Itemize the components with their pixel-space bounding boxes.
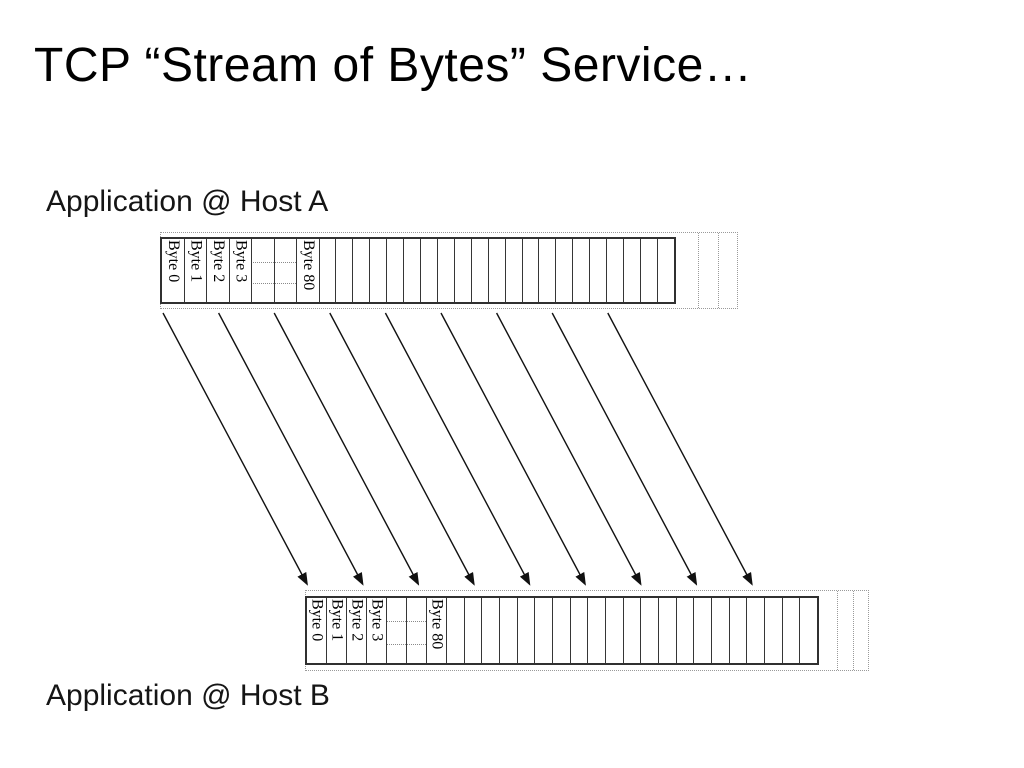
empty-byte-cell <box>472 239 489 302</box>
byte-cell-byte-1: Byte 1 <box>185 239 207 302</box>
ellipsis-gap-cell <box>274 239 297 302</box>
empty-byte-cell <box>800 598 817 663</box>
byte-arrow <box>551 312 698 586</box>
empty-byte-cell <box>500 598 518 663</box>
empty-byte-cell <box>539 239 557 302</box>
empty-byte-cell <box>641 239 658 302</box>
byte-cell-label: Byte 2 <box>209 240 227 283</box>
byte-cell-byte-0: Byte 0 <box>162 239 185 302</box>
empty-byte-cell <box>556 239 574 302</box>
byte-cell-label: Byte 0 <box>164 240 182 283</box>
byte-cell-label: Byte 80 <box>299 240 317 291</box>
ellipsis-gap-cell <box>252 239 275 302</box>
byte-arrow <box>162 312 308 586</box>
host-a-label: Application @ Host A <box>46 185 329 218</box>
empty-byte-cell <box>712 598 730 663</box>
empty-byte-cell <box>765 598 783 663</box>
empty-byte-cell <box>447 598 465 663</box>
empty-byte-cell <box>455 239 472 302</box>
slide-title: TCP “Stream of Bytes” Service… <box>34 39 753 92</box>
empty-byte-cell <box>336 239 354 302</box>
byte-cell-byte-80: Byte 80 <box>427 598 447 663</box>
empty-byte-cell <box>624 598 642 663</box>
ghost-cell-divider <box>853 591 855 670</box>
empty-byte-cell <box>465 598 483 663</box>
empty-byte-cell <box>607 239 625 302</box>
empty-byte-cell <box>506 239 523 302</box>
empty-byte-cell <box>353 239 371 302</box>
empty-byte-cell <box>573 239 591 302</box>
ghost-cell-divider <box>836 591 838 670</box>
byte-cell-label: Byte 0 <box>308 599 326 642</box>
byte-cell-byte-1: Byte 1 <box>327 598 347 663</box>
empty-byte-cell <box>320 239 337 302</box>
byte-arrow <box>329 312 475 586</box>
empty-byte-cell <box>624 239 642 302</box>
empty-byte-cell <box>730 598 748 663</box>
empty-byte-cell <box>523 239 540 302</box>
byte-arrow <box>384 312 531 586</box>
empty-byte-cell <box>694 598 713 663</box>
ellipsis-gap-cell <box>387 598 407 663</box>
empty-byte-cell <box>606 598 624 663</box>
empty-byte-cell <box>571 598 589 663</box>
byte-cell-label: Byte 1 <box>328 599 346 642</box>
byte-cell-byte-2: Byte 2 <box>207 239 230 302</box>
byte-cell-label: Byte 3 <box>232 240 250 283</box>
ellipsis-gap-cell <box>407 598 427 663</box>
empty-byte-cell <box>421 239 438 302</box>
byte-cell-byte-80: Byte 80 <box>297 239 320 302</box>
byte-cell-byte-3: Byte 3 <box>367 598 387 663</box>
empty-byte-cell <box>535 598 554 663</box>
empty-byte-cell <box>658 239 674 302</box>
empty-byte-cell <box>641 598 660 663</box>
empty-byte-cell <box>588 598 607 663</box>
empty-byte-cell <box>404 239 422 302</box>
host-b-label: Application @ Host B <box>46 679 330 712</box>
byte-arrow <box>495 312 642 586</box>
byte-arrow <box>607 312 753 586</box>
empty-byte-cell <box>518 598 536 663</box>
byte-cell-byte-0: Byte 0 <box>307 598 327 663</box>
byte-cell-byte-3: Byte 3 <box>230 239 252 302</box>
empty-byte-cell <box>677 598 695 663</box>
byte-cell-label: Byte 80 <box>428 599 446 650</box>
empty-byte-cell <box>783 598 801 663</box>
ghost-cell-divider <box>718 233 720 308</box>
empty-byte-cell <box>659 598 677 663</box>
byte-cell-label: Byte 3 <box>368 599 386 642</box>
empty-byte-cell <box>553 598 571 663</box>
empty-byte-cell <box>482 598 501 663</box>
byte-cell-label: Byte 1 <box>187 240 205 283</box>
byte-arrow <box>440 312 586 586</box>
empty-byte-cell <box>438 239 455 302</box>
empty-byte-cell <box>747 598 766 663</box>
empty-byte-cell <box>489 239 506 302</box>
empty-byte-cell <box>387 239 405 302</box>
byte-arrow <box>217 312 364 586</box>
empty-byte-cell <box>590 239 608 302</box>
empty-byte-cell <box>370 239 388 302</box>
byte-cell-label: Byte 2 <box>348 599 366 642</box>
byte-cell-byte-2: Byte 2 <box>347 598 367 663</box>
ghost-cell-divider <box>697 233 699 308</box>
byte-arrow <box>273 312 420 586</box>
